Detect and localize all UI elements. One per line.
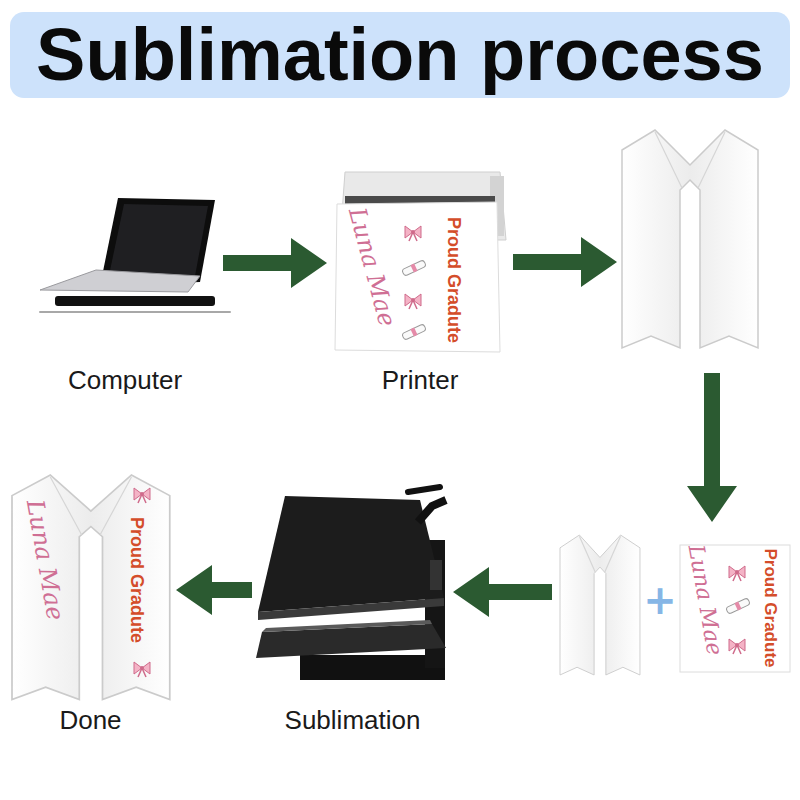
step-label: Computer: [68, 365, 182, 395]
printed-paper: [335, 202, 500, 352]
printer: [335, 172, 506, 352]
diploma-icon: [725, 597, 750, 614]
step-label: Printer: [382, 365, 459, 395]
process-step: [620, 125, 770, 370]
printed-design-text: Luna Mae: [683, 543, 726, 657]
flow-arrow: [513, 237, 617, 287]
blank-stole: [622, 130, 758, 348]
printed-design-text: Luna Mae: [21, 498, 68, 623]
printed-design-text: Proud Gradute: [126, 517, 146, 643]
process-step: Luna Mae Proud GraduteDone: [8, 470, 173, 735]
process-step: Luna Mae Proud GradutePrinter: [330, 165, 510, 395]
stylus-line: [40, 311, 230, 313]
flow-arrow: [453, 567, 552, 617]
flow-arrow: [176, 565, 252, 615]
title-text: Sublimation process: [36, 18, 764, 92]
step-label: Sublimation: [285, 705, 421, 735]
flow-arrow: [687, 373, 737, 522]
bow-icon: [405, 226, 421, 241]
title-band: [10, 12, 790, 98]
bow-icon: [134, 488, 150, 503]
press-handle: [408, 487, 440, 492]
bow-icon: [405, 294, 421, 309]
heat-press: [256, 487, 446, 680]
bow-icon: [729, 566, 745, 581]
upper-platen-edge: [258, 598, 444, 620]
press-control: [430, 560, 442, 590]
upper-platen: [258, 496, 444, 612]
blank-stole: [560, 535, 640, 675]
bow-icon: [134, 662, 150, 677]
process-step: +Luna Mae Proud Gradute: [555, 525, 795, 685]
process-step: Computer: [30, 180, 220, 395]
step-label: Done: [59, 705, 121, 735]
tablet-bar: [55, 296, 215, 306]
bow-icon: [729, 639, 745, 654]
printed-design-text: Proud Gradute: [761, 548, 780, 667]
diploma-icon: [401, 323, 426, 340]
laptop-display: [108, 204, 208, 280]
finished-stole: [12, 475, 170, 700]
flow-arrow: [223, 238, 327, 288]
laptop-base: [40, 270, 200, 292]
process-step: Sublimation: [255, 480, 450, 735]
printed-design-text: Luna Mae: [343, 205, 400, 330]
lower-platen-top: [262, 620, 432, 632]
laptop: [40, 198, 230, 312]
press-base: [300, 655, 445, 680]
printed-design-text: Proud Gradute: [443, 217, 463, 343]
plus-sign: +: [643, 578, 677, 622]
diploma-icon: [401, 259, 426, 276]
press-arm: [418, 500, 446, 522]
